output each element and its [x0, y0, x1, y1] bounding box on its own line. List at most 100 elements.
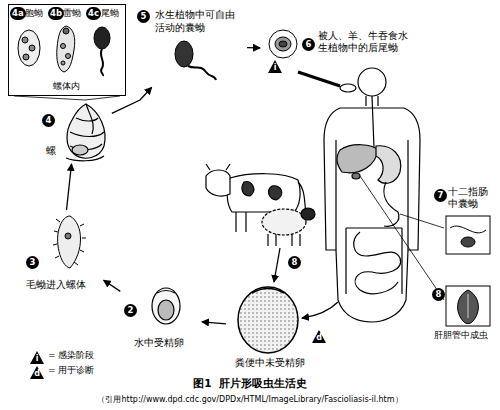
stage-number: 3: [26, 256, 39, 269]
miracidium: [53, 219, 86, 265]
human-figure: [352, 173, 360, 179]
stage-marker: i: [268, 63, 282, 73]
legend-marker: i: [30, 354, 44, 364]
stage-triangle: [312, 330, 326, 343]
miracidium: [65, 233, 71, 239]
duodenum-inset: [450, 226, 486, 233]
snail: [66, 156, 104, 161]
spoon: [298, 72, 340, 86]
redia: [66, 54, 71, 59]
snail: [76, 118, 98, 121]
stage-number: 8: [432, 288, 445, 301]
miracidium: [58, 216, 81, 268]
stage-label: 被人、羊、牛吞食水生植物中的后尾蚴: [318, 30, 408, 55]
stage-node: 4c尾蚴: [86, 7, 123, 73]
adult-fluke-inset: [458, 290, 479, 324]
leader-line: [360, 176, 444, 300]
cow: [269, 186, 282, 200]
stage-label: 尾蚴: [101, 8, 119, 20]
adult-fluke-inset: [446, 286, 490, 326]
free-cercaria: [175, 41, 216, 80]
transmission-arrow: [274, 248, 280, 282]
sheep: [268, 234, 300, 246]
stage-node: 5 水生植物中可自由活动的囊蚴: [135, 6, 245, 86]
sporocyst: [18, 30, 40, 66]
stage-node: 粪便中未受精卵: [228, 284, 312, 371]
stage-triangle: [30, 366, 44, 379]
unembryonated-egg: [238, 287, 298, 353]
metacercaria-icon: [269, 30, 297, 58]
sporocyst: [23, 54, 29, 60]
leader-line: [360, 176, 444, 300]
stage-marker: d: [312, 333, 326, 343]
stage-label: 水生植物中可自由活动的囊蚴: [155, 8, 237, 34]
adult-fluke-inset: [446, 286, 490, 326]
stage-number: 8: [288, 256, 301, 269]
spoon: [298, 72, 356, 92]
stage-node: 6被人、羊、牛吞食水生植物中的后尾蚴: [262, 26, 411, 74]
redia: [61, 44, 66, 49]
leader-line: [400, 214, 444, 228]
cercaria: [94, 27, 110, 49]
human-figure: [324, 68, 420, 322]
snail: [72, 145, 88, 155]
stage-triangle: [30, 351, 44, 364]
snail: [67, 104, 105, 158]
stage-label: 肝胆管中成虫: [434, 330, 494, 342]
metacercaria-icon: [279, 41, 287, 47]
stage-label: 粪便中未受精卵: [235, 356, 309, 369]
cycle-arrow: [247, 47, 260, 49]
stage-number: 6: [302, 38, 315, 51]
spoon: [340, 84, 356, 92]
cycle-arrow: [67, 164, 72, 210]
cycle-arrow: [202, 322, 226, 324]
stage-node: 4螺: [40, 100, 110, 162]
adult-fluke-inset: [468, 294, 469, 318]
snail: [86, 104, 93, 134]
duodenum-inset: [446, 216, 490, 254]
transmission-arrow: [302, 302, 338, 318]
cercaria: [94, 27, 110, 76]
cycle-arrow: [104, 280, 121, 291]
source-note: （引用http://www.dpd.cdc.gov/DPDx/HTML/Imag…: [0, 394, 500, 405]
metacercaria-icon: [269, 30, 297, 58]
human-figure: [346, 228, 402, 294]
stage-node: 2 水中受精卵: [122, 286, 200, 351]
stage-number: 4c: [86, 7, 101, 20]
duodenum-inset: [461, 237, 475, 247]
sheep: [262, 208, 315, 246]
figure-caption: 图1 肝片形吸虫生活史: [0, 377, 500, 391]
cercaria: [101, 49, 103, 76]
redia: [63, 28, 69, 34]
cow: [227, 174, 300, 212]
embryonated-egg: [157, 291, 175, 294]
human-figure: [324, 108, 420, 322]
stage-number: 2: [124, 304, 137, 317]
cycle-arrow: [112, 88, 152, 114]
transmission-arrow: [274, 248, 338, 318]
stage-node: 4a胞蚴: [10, 7, 47, 73]
unembryonated-egg: [252, 289, 284, 294]
human-figure: [337, 145, 378, 173]
stage-number: 5: [137, 10, 150, 23]
embryonated-egg: [158, 300, 174, 320]
embryonated-egg: [152, 288, 180, 324]
sporocyst: [29, 45, 35, 51]
sheep: [301, 208, 315, 220]
duodenum-inset: [446, 216, 490, 254]
sporocyst: [18, 30, 40, 66]
human-figure: [354, 232, 401, 294]
stage-number: 4: [42, 114, 55, 127]
stage-triangle: [268, 60, 282, 73]
metacercaria-icon: [275, 37, 291, 51]
stage-label: 水中受精卵: [134, 336, 194, 349]
stage-label: 雷蚴: [63, 8, 81, 20]
human-figure: [372, 96, 374, 148]
stage-node: 8 肝胆管中成虫: [432, 284, 497, 346]
redia: [57, 26, 75, 72]
inset-box: 螺体内4a胞蚴4b雷蚴4c尾蚴: [8, 4, 126, 96]
cow: [206, 164, 230, 170]
